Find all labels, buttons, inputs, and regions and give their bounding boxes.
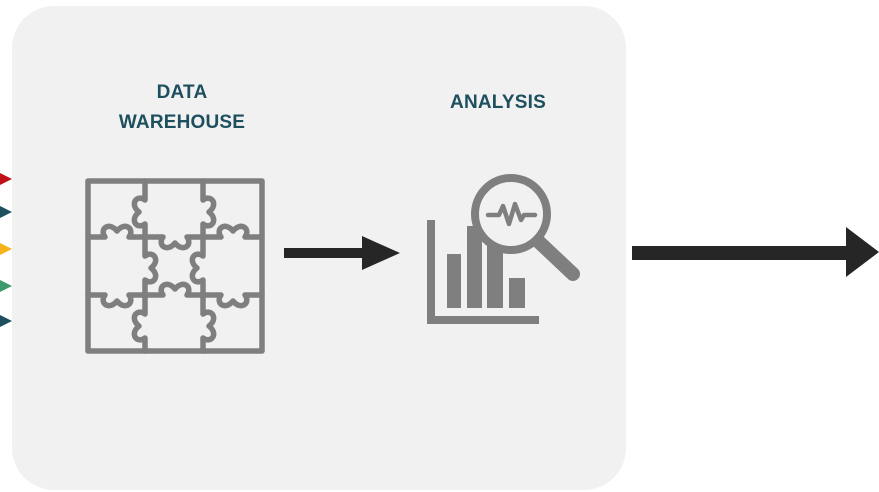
data-warehouse-label: DATA WAREHOUSE <box>92 78 272 138</box>
data-warehouse-label-line-2: WAREHOUSE <box>118 112 246 133</box>
incoming-arrow-green <box>0 280 12 292</box>
puzzle-grid-icon <box>85 178 265 354</box>
incoming-arrow-teal-2 <box>0 315 12 327</box>
incoming-arrow-yellow <box>0 243 12 255</box>
incoming-arrow-teal <box>0 206 12 218</box>
data-warehouse-label-line-1: DATA <box>156 82 208 103</box>
incoming-arrow-red <box>0 173 12 185</box>
arrow-warehouse-to-analysis <box>284 236 400 270</box>
chart-magnifier-icon <box>427 174 580 324</box>
outgoing-arrow <box>632 227 879 277</box>
analysis-label: ANALYSIS <box>450 92 546 113</box>
incoming-arrows <box>0 173 12 327</box>
